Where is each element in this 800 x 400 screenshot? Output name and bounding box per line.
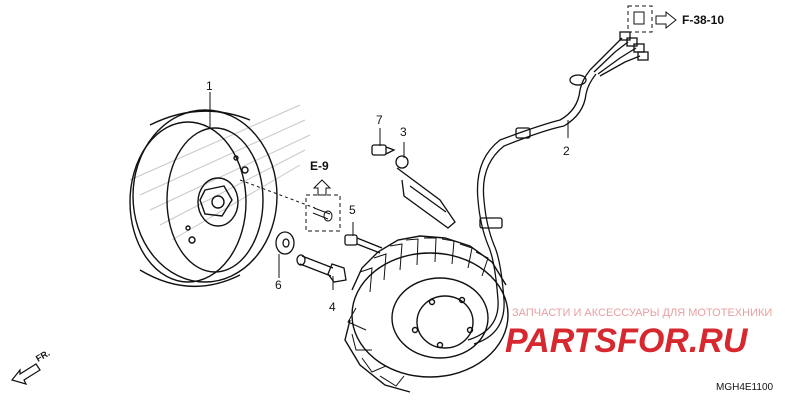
reference-connector-f3810 [627,5,677,33]
wire-harness [467,31,649,345]
part-label-7: 7 [376,113,383,127]
front-direction-label: FR. [34,348,52,364]
front-direction-arrow-icon [10,363,41,385]
part-label-4: 4 [329,300,336,314]
part-label-1: 1 [206,79,213,93]
watermark-tagline: ЗАПЧАСТИ И АКСЕССУАРЫ ДЛЯ МОТОТЕХНИКИ [512,307,772,319]
washer-part [275,231,295,255]
part-label-5: 5 [349,203,356,217]
reference-box-e9 [305,179,341,232]
reference-label-f3810: F-38-10 [682,13,724,27]
flywheel-part [129,109,278,288]
leader-lines [209,92,569,290]
watermark-brand: PARTSFOR.RU [505,322,749,360]
wire-clamp-part [395,155,456,229]
flange-bolt-part [296,254,347,283]
reference-label-e9: E-9 [310,159,329,173]
wing-logo-watermark [129,104,311,241]
screw-part [371,144,396,156]
part-label-2: 2 [563,144,570,158]
part-label-6: 6 [275,278,282,292]
bolt-part [344,234,383,254]
stator-part [344,235,509,393]
diagram-code: MGH4E1100 [716,382,774,393]
part-label-3: 3 [400,125,407,139]
